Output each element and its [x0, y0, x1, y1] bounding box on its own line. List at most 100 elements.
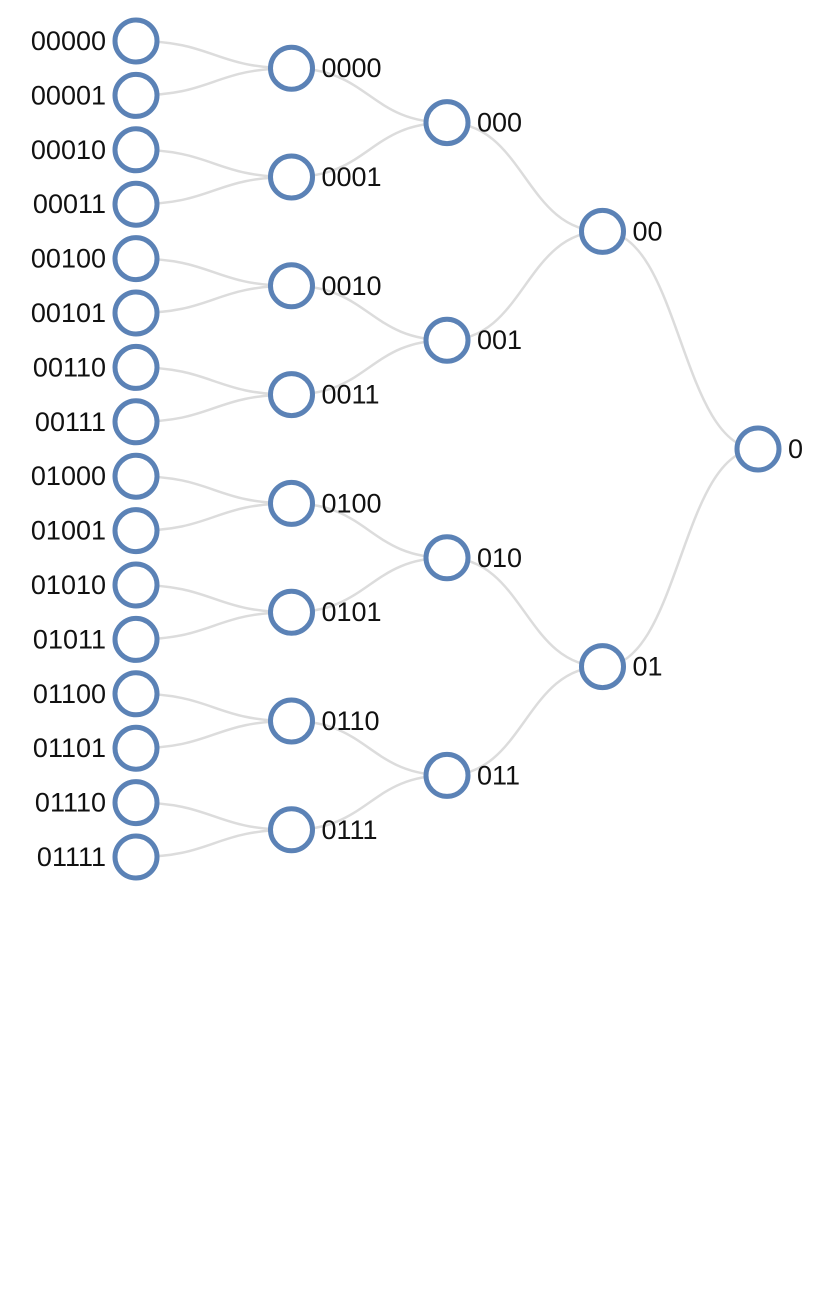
node-label: 00100	[31, 244, 106, 274]
tree-link-0111-01110	[135, 801, 292, 832]
node-circle	[112, 71, 160, 119]
tree-nodes: 0000000001000000010000110001000001000010…	[31, 17, 803, 881]
node-circle	[112, 670, 160, 718]
node-label: 011	[477, 760, 520, 790]
tree-links	[135, 39, 759, 859]
node-label: 0101	[322, 597, 382, 627]
tree-node-00110: 00110	[33, 343, 160, 391]
tree-link-0000-00000	[135, 39, 292, 70]
tree-node-00011: 00011	[33, 180, 160, 228]
node-label: 01001	[31, 516, 106, 546]
node-label: 01100	[33, 679, 106, 709]
node-label: 010	[477, 543, 522, 573]
tree-link-0010-00101	[135, 284, 292, 315]
tree-node-01: 01	[579, 643, 663, 691]
node-circle	[268, 153, 315, 201]
node-label: 0110	[322, 706, 380, 736]
node-label: 00011	[33, 189, 106, 219]
node-label: 0100	[322, 488, 382, 518]
node-label: 0010	[322, 271, 382, 301]
tree-link-0100-01000	[135, 474, 292, 505]
tree-link-0101-01011	[135, 610, 292, 641]
tree-node-00: 00	[579, 207, 663, 255]
tree-node-00101: 00101	[31, 289, 160, 337]
node-circle	[112, 615, 160, 663]
node-circle	[112, 180, 160, 228]
node-circle	[112, 833, 160, 881]
node-label: 0	[788, 434, 803, 464]
node-label: 01011	[33, 624, 106, 654]
node-circle	[112, 779, 160, 827]
tree-link-011-0110	[291, 719, 448, 777]
tree-node-01001: 01001	[31, 507, 160, 555]
tree-link-00-001	[446, 230, 603, 342]
node-circle	[112, 452, 160, 500]
tree-link-01-011	[446, 665, 603, 777]
node-circle	[268, 588, 315, 636]
node-circle	[112, 17, 160, 65]
tree-link-0001-00010	[135, 148, 292, 179]
node-circle	[112, 398, 160, 446]
node-label: 00010	[31, 135, 106, 165]
tree-node-0001: 0001	[268, 153, 382, 201]
tree-link-0011-00111	[135, 393, 292, 424]
tree-link-0011-00110	[135, 366, 292, 396]
node-label: 01	[633, 652, 663, 682]
node-label: 00000	[31, 26, 106, 56]
tree-link-0100-01001	[135, 502, 292, 532]
tree-node-011: 011	[423, 751, 520, 799]
tree-node-00000: 00000	[31, 17, 160, 65]
tree-node-0011: 0011	[268, 371, 380, 419]
tree-node-0101: 0101	[268, 588, 382, 636]
tree-node-01101: 01101	[33, 724, 160, 772]
node-circle	[112, 724, 160, 772]
tree-link-0111-01111	[135, 828, 292, 859]
tree-node-01111: 01111	[37, 833, 160, 881]
node-label: 01111	[37, 842, 106, 872]
tree-link-0000-00001	[135, 66, 292, 97]
tree-node-01000: 01000	[31, 452, 160, 500]
node-label: 00101	[31, 298, 106, 328]
node-circle	[423, 534, 471, 582]
node-circle	[268, 371, 315, 419]
tree-link-01-010	[446, 556, 603, 668]
node-label: 00001	[31, 80, 106, 110]
tree-node-010: 010	[423, 534, 522, 582]
node-circle	[423, 99, 471, 147]
node-label: 00111	[35, 407, 106, 437]
tree-node-00100: 00100	[31, 235, 160, 283]
tree-node-000: 000	[423, 99, 522, 147]
node-label: 00	[633, 216, 663, 246]
tree-node-01010: 01010	[31, 561, 160, 609]
node-label: 01010	[31, 570, 106, 600]
node-label: 00110	[33, 352, 106, 382]
node-label: 01110	[35, 788, 106, 818]
tree-link-0-01	[602, 447, 759, 668]
node-circle	[112, 561, 160, 609]
tree-node-0010: 0010	[268, 262, 382, 310]
node-label: 01000	[31, 461, 106, 491]
node-label: 0000	[322, 53, 382, 83]
tree-node-00001: 00001	[31, 71, 160, 119]
node-circle	[268, 806, 315, 854]
tree-link-000-0001	[291, 121, 448, 179]
node-circle	[112, 507, 160, 555]
node-circle	[112, 126, 160, 174]
node-label: 01101	[33, 733, 106, 763]
node-circle	[268, 44, 315, 92]
tree-node-0000: 0000	[268, 44, 382, 92]
tree-node-01011: 01011	[33, 615, 160, 663]
tree-node-001: 001	[423, 316, 522, 364]
node-circle	[268, 479, 315, 527]
tree-link-011-0111	[291, 774, 448, 832]
node-label: 0111	[322, 815, 378, 845]
tree-link-010-0101	[291, 556, 448, 614]
node-circle	[112, 343, 160, 391]
tree-link-0010-00100	[135, 257, 292, 288]
tree-node-00010: 00010	[31, 126, 160, 174]
tree-link-0110-01100	[135, 692, 292, 723]
tree-link-001-0010	[291, 284, 448, 342]
node-circle	[268, 697, 315, 745]
node-circle	[112, 235, 160, 283]
node-circle	[112, 289, 160, 337]
